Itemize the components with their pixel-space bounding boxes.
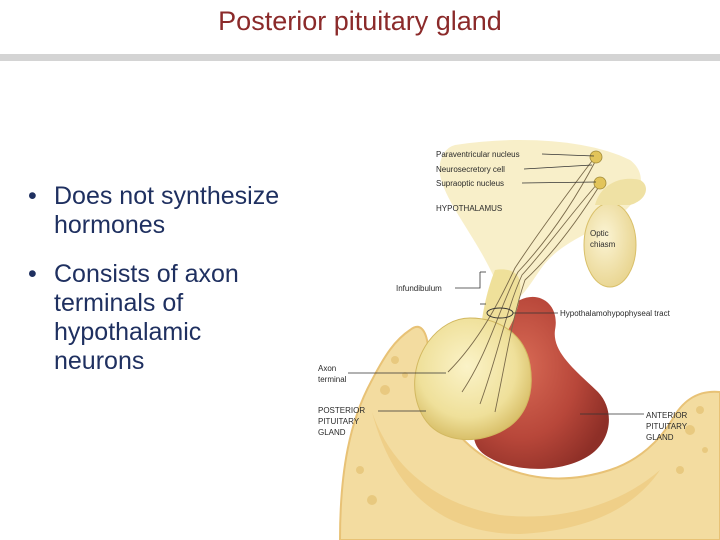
label-supraoptic-nucleus: Supraoptic nucleus (436, 179, 504, 188)
label-anterior-pituitary-line3: GLAND (646, 433, 674, 442)
label-infundibulum: Infundibulum (396, 284, 442, 293)
label-neurosecretory-cell: Neurosecretory cell (436, 165, 505, 174)
label-hypothalamus: HYPOTHALAMUS (436, 204, 502, 213)
label-posterior-pituitary-line2: PITUITARY (318, 417, 360, 426)
label-anterior-pituitary-line2: PITUITARY (646, 422, 688, 431)
label-paraventricular-nucleus: Paraventricular nucleus (436, 150, 520, 159)
label-axon-terminal-line2: terminal (318, 375, 347, 384)
label-hypothalamohypophyseal-tract: Hypothalamohypophyseal tract (560, 309, 671, 318)
label-posterior-pituitary-line3: GLAND (318, 428, 346, 437)
label-optic-chiasm-line1: Optic (590, 229, 609, 238)
label-posterior-pituitary-line1: POSTERIOR (318, 406, 365, 415)
label-anterior-pituitary-line1: ANTERIOR (646, 411, 688, 420)
label-axon-terminal-line1: Axon (318, 364, 336, 373)
label-optic-chiasm-line2: chiasm (590, 240, 616, 249)
posterior-pituitary (415, 318, 532, 440)
